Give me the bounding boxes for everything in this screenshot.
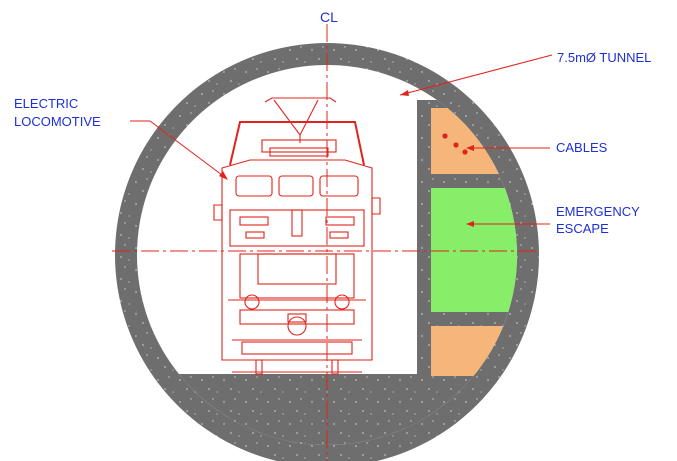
cables-label: CABLES <box>556 140 608 155</box>
cable-dots <box>442 133 468 155</box>
emergency-label-line1: EMERGENCY <box>556 204 640 219</box>
leader-lines <box>130 54 553 225</box>
centerline-symbol: CL <box>320 9 338 25</box>
emergency-escape-compartment <box>431 188 517 312</box>
tunnel-label: 7.5mØ TUNNEL <box>557 50 651 65</box>
locomotive-label-line2: LOCOMOTIVE <box>14 114 101 129</box>
centerline-label: CL <box>320 9 338 25</box>
locomotive-label-line1: ELECTRIC <box>14 96 78 111</box>
emergency-label-line2: ESCAPE <box>556 221 609 236</box>
centerlines <box>112 24 540 461</box>
electric-locomotive <box>213 97 381 375</box>
leader-arrowheads <box>219 90 474 227</box>
